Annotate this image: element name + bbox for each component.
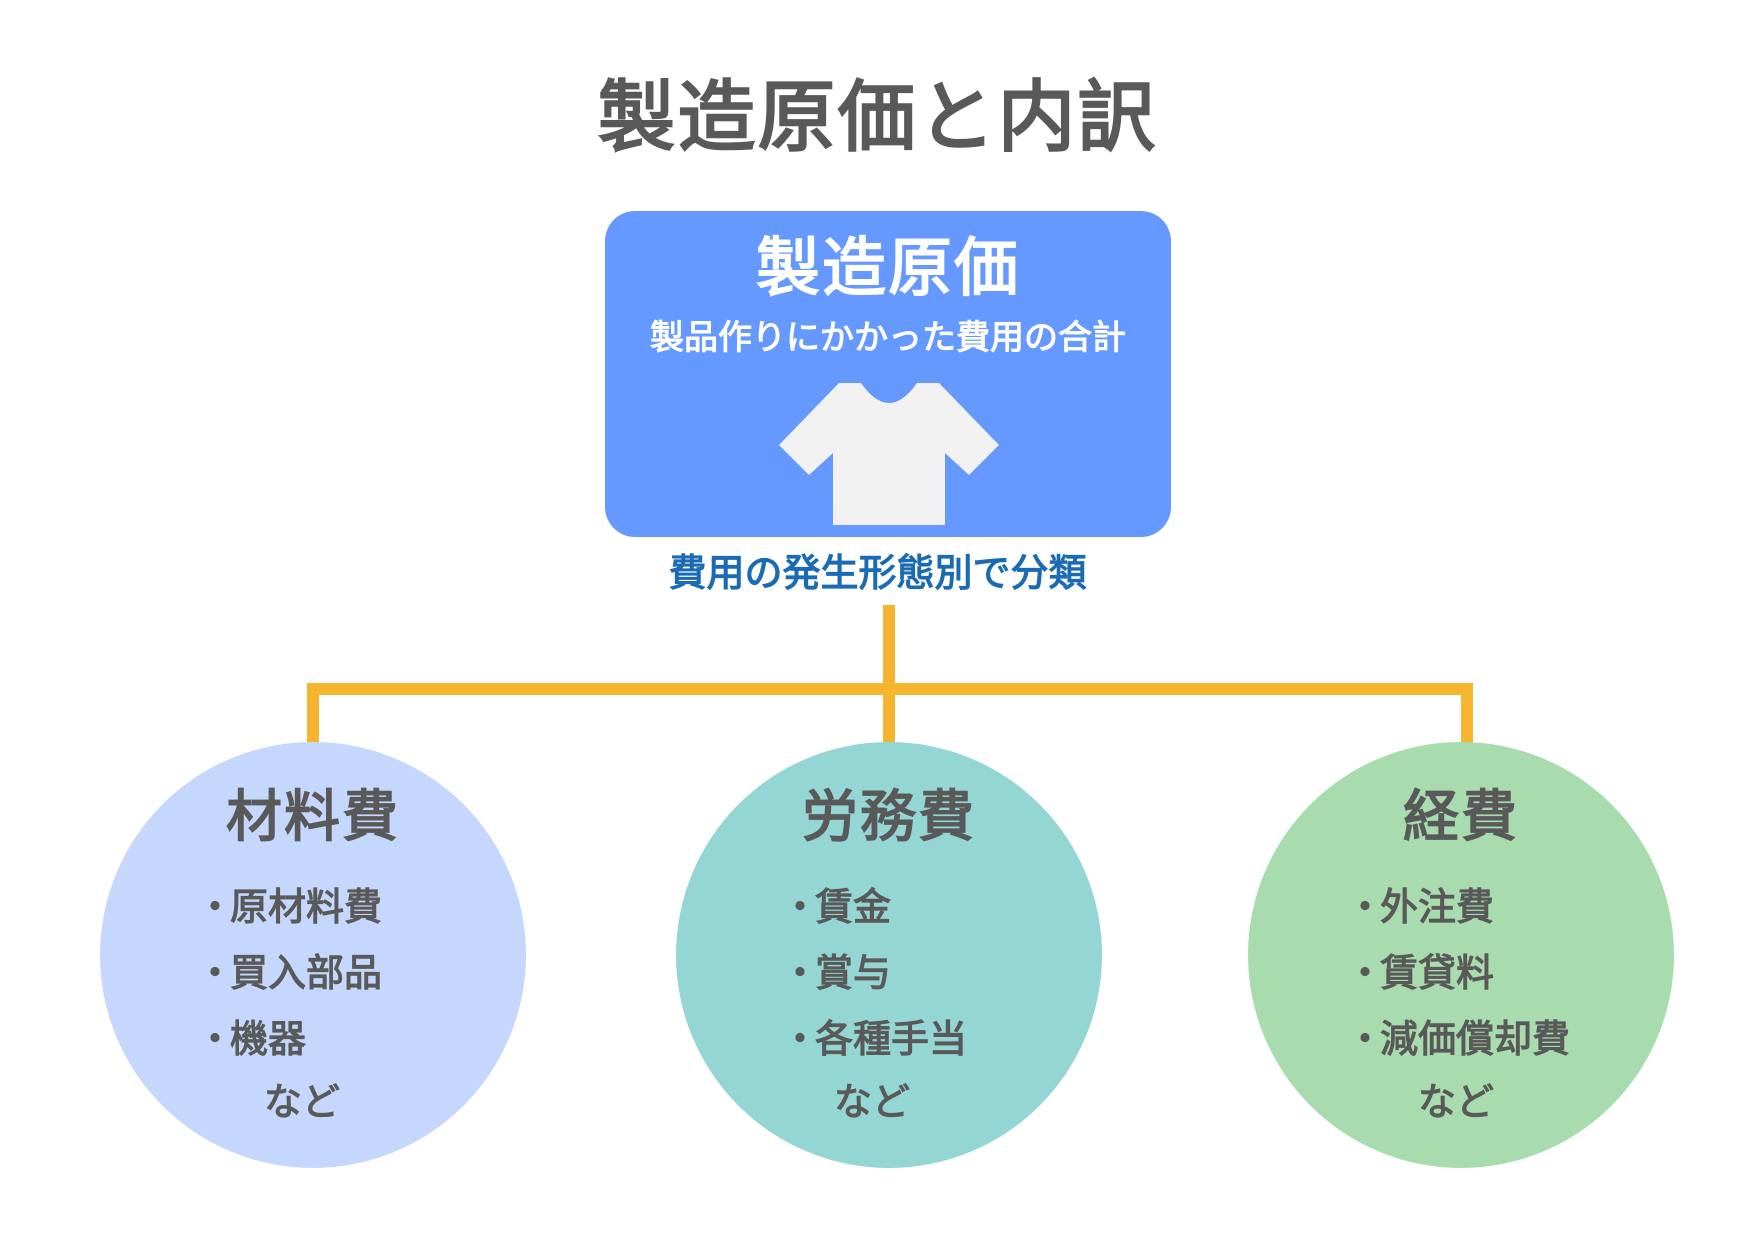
t-shirt-icon: [779, 383, 999, 525]
expenses-title: 経費: [1403, 785, 1519, 850]
list-item-label: 賃貸料: [1380, 951, 1495, 995]
expenses-circle: 経費 ・外注費 ・賃貸料 ・減価償却費 など: [1248, 742, 1674, 1168]
manufacturing-cost-box: 製造原価 製品作りにかかった費用の合計: [605, 211, 1171, 537]
root-subtitle: 製品作りにかかった費用の合計: [650, 318, 1126, 358]
bullet: ・: [196, 885, 235, 929]
classification-note: 費用の発生形態別で分類: [668, 551, 1087, 595]
materials-cost-circle: 材料費 ・原材料費 ・買入部品 ・機器 など: [100, 742, 526, 1168]
list-item-label: 機器: [230, 1017, 307, 1061]
bullet: ・: [1346, 951, 1385, 995]
list-item: ・各種手当: [781, 1006, 967, 1072]
bullet: ・: [1346, 1017, 1385, 1061]
list-item: ・減価償却費: [1346, 1006, 1570, 1072]
page-title: 製造原価と内訳: [597, 73, 1158, 163]
etc-label: など: [264, 1080, 341, 1124]
list-item: ・原材料費: [196, 874, 382, 940]
list-item-label: 原材料費: [230, 885, 383, 929]
bullet: ・: [1346, 885, 1385, 929]
list-item: ・買入部品: [196, 940, 382, 1006]
labor-cost-title: 労務費: [802, 785, 976, 850]
list-item-label: 買入部品: [230, 951, 383, 995]
list-item-label: 各種手当: [815, 1017, 968, 1061]
list-item: ・賃貸料: [1346, 940, 1570, 1006]
materials-cost-title: 材料費: [226, 785, 400, 850]
list-item: ・機器: [196, 1006, 382, 1072]
list-item-label: 賞与: [815, 951, 892, 995]
etc-label: など: [1418, 1080, 1495, 1124]
bullet: ・: [781, 951, 820, 995]
list-item-label: 賃金: [815, 885, 892, 929]
etc-label: など: [834, 1080, 911, 1124]
list-item-label: 外注費: [1380, 885, 1495, 929]
list-item: ・賃金: [781, 874, 967, 940]
bullet: ・: [196, 951, 235, 995]
labor-cost-list: ・賃金 ・賞与 ・各種手当: [781, 874, 967, 1072]
expenses-list: ・外注費 ・賃貸料 ・減価償却費: [1346, 874, 1570, 1072]
bullet: ・: [196, 1017, 235, 1061]
bullet: ・: [781, 885, 820, 929]
bullet: ・: [781, 1017, 820, 1061]
list-item: ・賞与: [781, 940, 967, 1006]
materials-cost-list: ・原材料費 ・買入部品 ・機器: [196, 874, 382, 1072]
root-title: 製造原価: [756, 232, 1020, 306]
labor-cost-circle: 労務費 ・賃金 ・賞与 ・各種手当 など: [676, 742, 1102, 1168]
list-item-label: 減価償却費: [1380, 1017, 1571, 1061]
list-item: ・外注費: [1346, 874, 1570, 940]
